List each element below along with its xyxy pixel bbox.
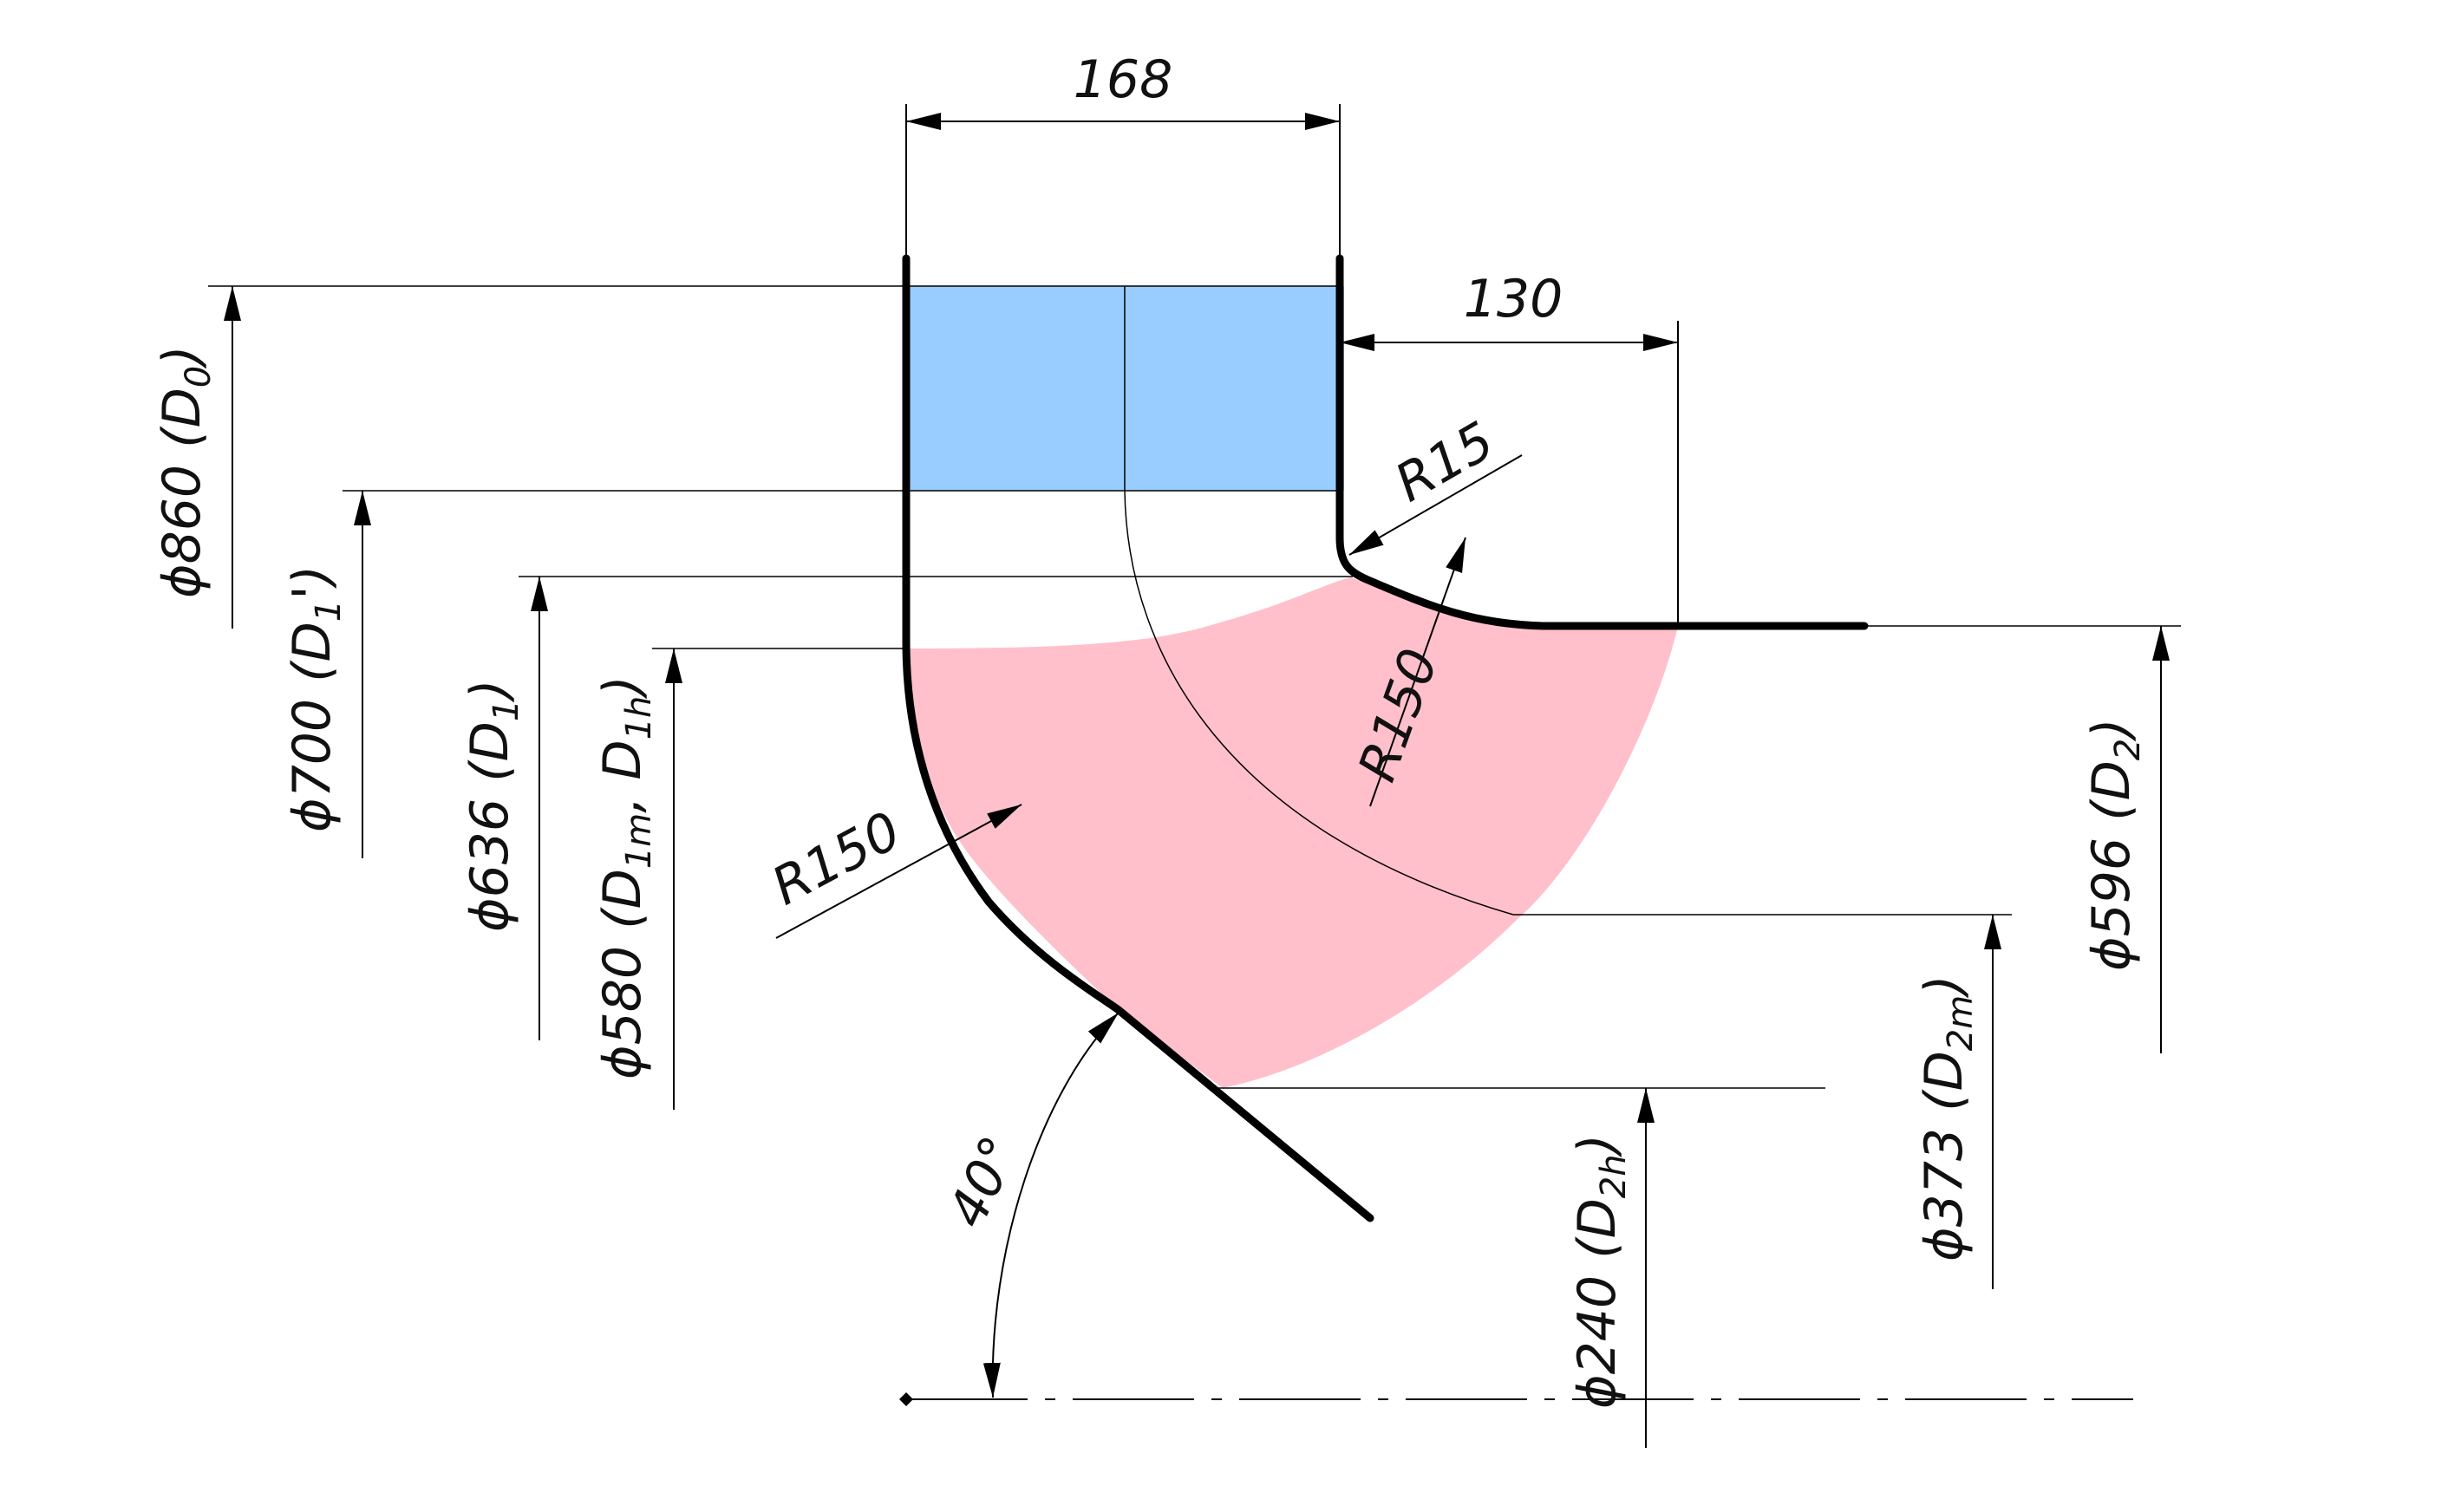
dim-d0-sub: 0: [179, 366, 219, 388]
dim-d2h-tail: ): [1567, 1134, 1628, 1157]
dim-168-label: 168: [1074, 49, 1173, 110]
dim-d1-text: ϕ636 (D: [460, 721, 520, 932]
dim-d1prime-sub: 1: [309, 600, 349, 622]
dim-d0-label: ϕ860 (D0): [152, 345, 219, 598]
dim-d1m-sub: 1m: [619, 813, 659, 869]
dim-d2m-text: ϕ373 (D: [1914, 1051, 1975, 1261]
dim-d2-text: ϕ596 (D: [2081, 760, 2142, 971]
dim-d2m-label: ϕ373 (D2m): [1914, 974, 1981, 1261]
dim-r15-label: R15: [1386, 410, 1505, 514]
dim-d2-sub: 2: [2108, 739, 2148, 760]
dim-r150-shroud-label: R150: [762, 800, 911, 917]
dim-d1-label: ϕ636 (D1): [460, 679, 526, 932]
dim-d1m-sub2: 1h: [619, 696, 659, 740]
mean-streamline: [1124, 490, 1514, 916]
dim-d2m-sub: 2m: [1941, 995, 1981, 1051]
dim-d0-tail: ): [152, 345, 212, 368]
dim-d2h-label: ϕ240 (D2h): [1567, 1134, 1634, 1409]
blade-region: [906, 577, 1678, 1088]
dim-angle-label: 40°: [937, 1127, 1030, 1236]
dim-d1prime-text: ϕ700 (D: [282, 622, 343, 832]
dim-d1-sub: 1: [486, 700, 526, 721]
dim-d2h-sub: 2h: [1594, 1154, 1634, 1198]
centerline-start-dot: [899, 1392, 913, 1406]
hub-outline: [1335, 254, 1869, 630]
dim-d1prime-tail: '): [282, 565, 343, 600]
dim-d2h-text: ϕ240 (D: [1567, 1198, 1628, 1409]
dim-d2m-tail: ): [1914, 974, 1975, 998]
dim-d0-text: ϕ860 (D: [152, 388, 212, 598]
shroud-outline: [902, 254, 1374, 1222]
dim-r150-shroud-leader: [775, 804, 1022, 939]
dim-r150-hub-leader: [1369, 537, 1466, 807]
dim-d1m-text: ϕ580 (D: [592, 869, 653, 1079]
dim-d1-tail: ): [460, 679, 520, 702]
dim-d1m-tail: ): [592, 675, 653, 699]
dim-r15-leader: [1348, 454, 1523, 556]
dim-130-label: 130: [1464, 269, 1563, 329]
dim-d2-label: ϕ596 (D2): [2081, 718, 2148, 971]
dim-d1m-label: ϕ580 (D1m, D1h): [592, 675, 659, 1079]
dim-d1m-mid: , D: [592, 740, 653, 812]
dim-angle-arc: [982, 1012, 1120, 1398]
dim-d1prime-label: ϕ700 (D1'): [282, 565, 349, 832]
dim-d2-tail: ): [2081, 718, 2142, 741]
